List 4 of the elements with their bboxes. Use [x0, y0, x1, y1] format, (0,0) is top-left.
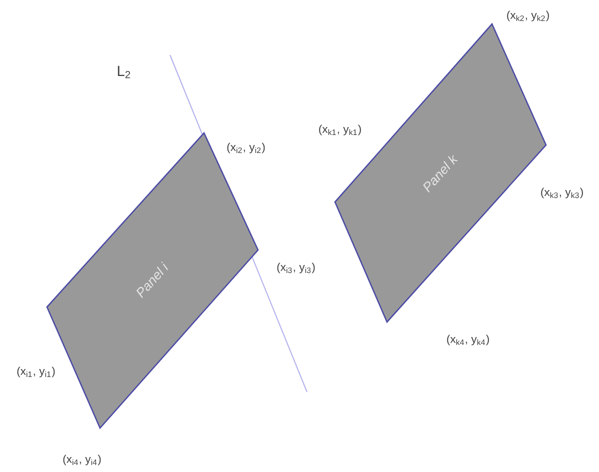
label-text: L$_{2}$ [118, 66, 130, 78]
coordinate-label: (x$_{k4}$, y$_{k4}$) [447, 334, 489, 346]
coordinate-label: (x$_{i3}$, y$_{i3}$) [277, 262, 315, 274]
coordinate-label: (x$_{i4}$, y$_{i4}$) [63, 454, 101, 466]
